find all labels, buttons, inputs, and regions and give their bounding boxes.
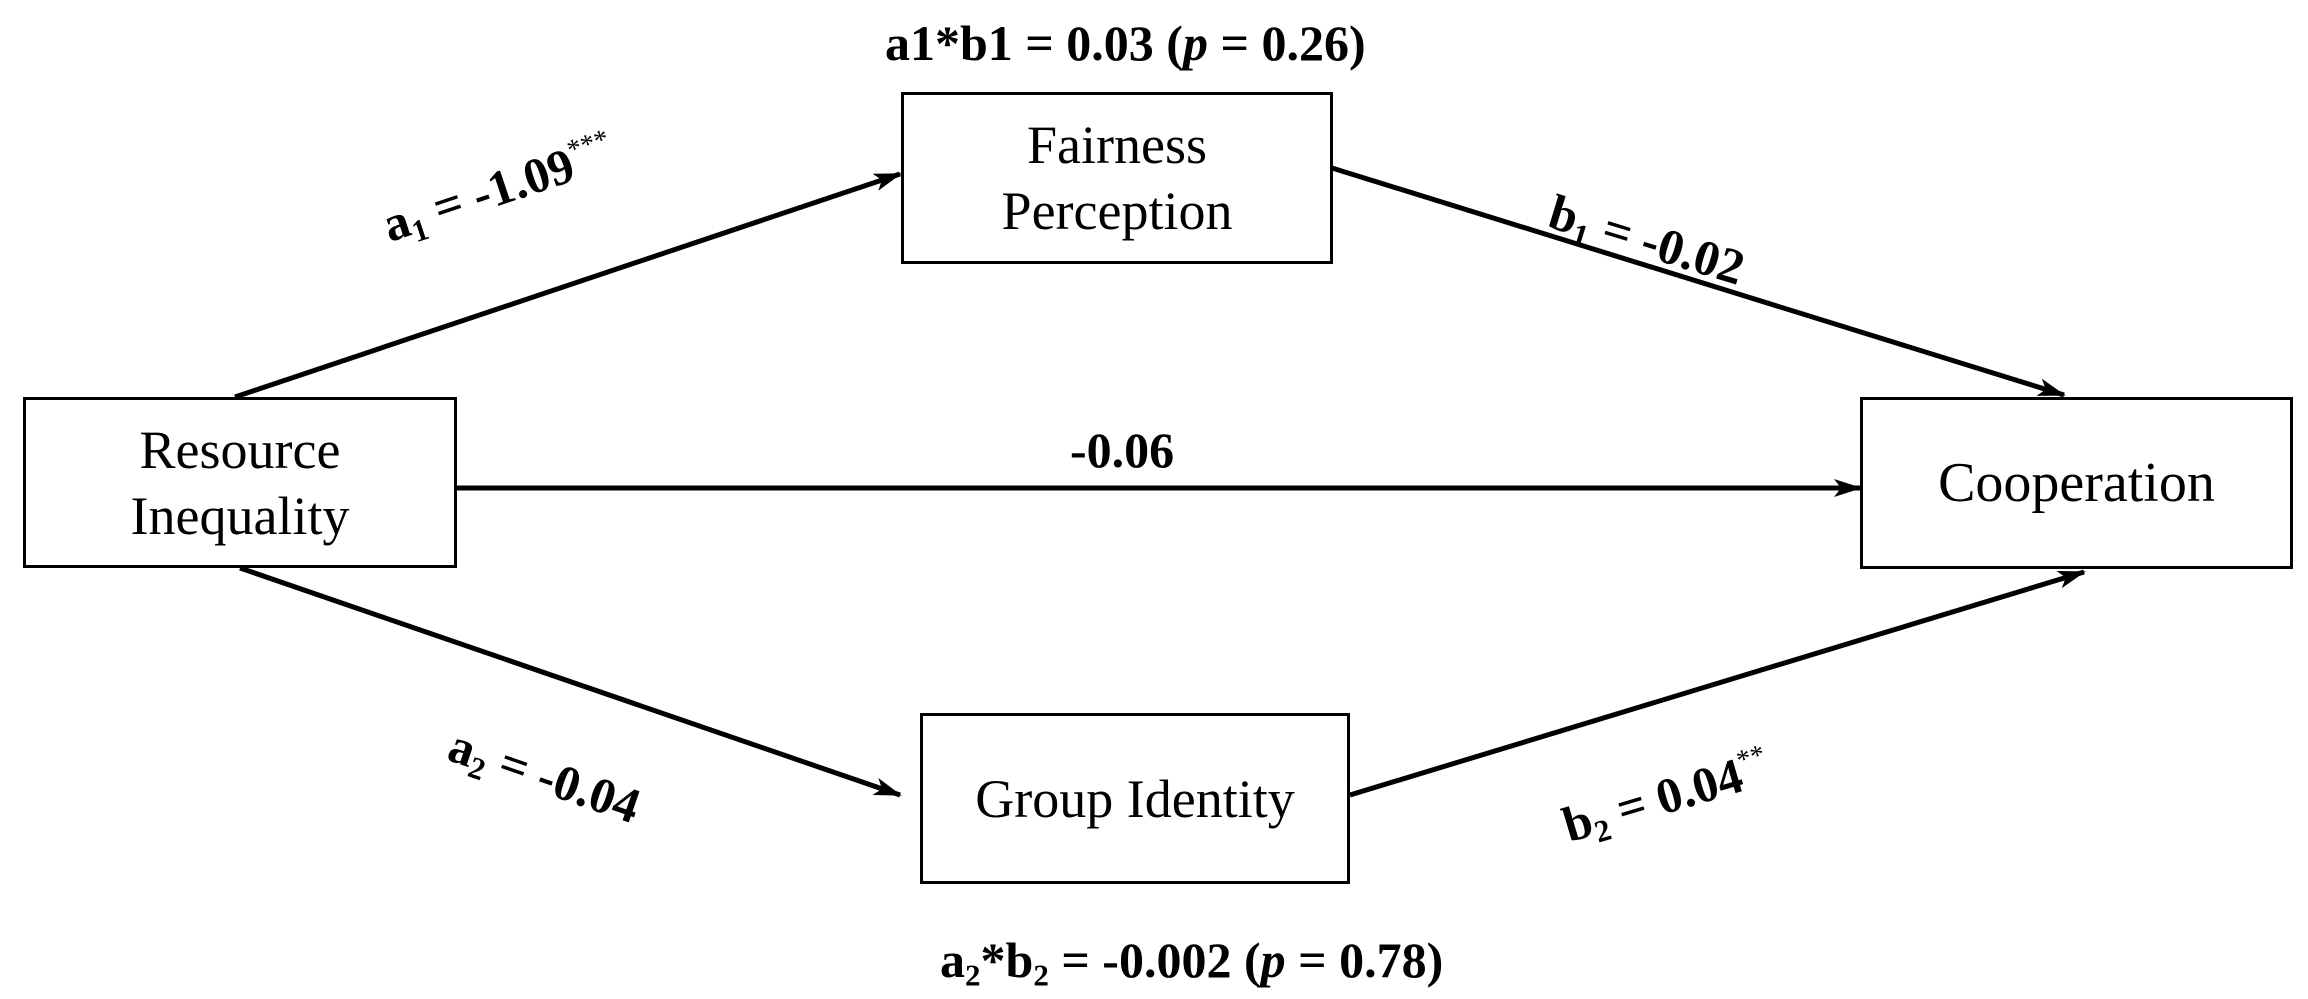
node-resource-line2: Inequality (130, 485, 350, 546)
arrow-b1 (1331, 165, 2066, 398)
node-group-identity: Group Identity (920, 713, 1350, 884)
indirect-effect-bottom: a2*b2 = -0.002 (p = 0.78) (940, 932, 1444, 993)
node-fairness-perception: Fairness Perception (901, 92, 1333, 264)
arrow-a1 (234, 171, 902, 400)
indirect-effect-top: a1*b1 = 0.03 (p = 0.26) (885, 15, 1366, 71)
node-fairness-line1: Fairness (1027, 115, 1207, 175)
node-group-label: Group Identity (975, 768, 1295, 829)
node-cooperation-label: Cooperation (1938, 452, 2215, 514)
node-resource-inequality: Resource Inequality (23, 397, 457, 568)
node-cooperation: Cooperation (1860, 397, 2293, 569)
node-resource-line1: Resource (139, 419, 341, 480)
arrow-b2 (1349, 569, 2086, 798)
arrow-a2 (239, 565, 902, 798)
node-fairness-line2: Perception (1001, 181, 1233, 241)
path-label-direct: -0.06 (1070, 422, 1175, 478)
